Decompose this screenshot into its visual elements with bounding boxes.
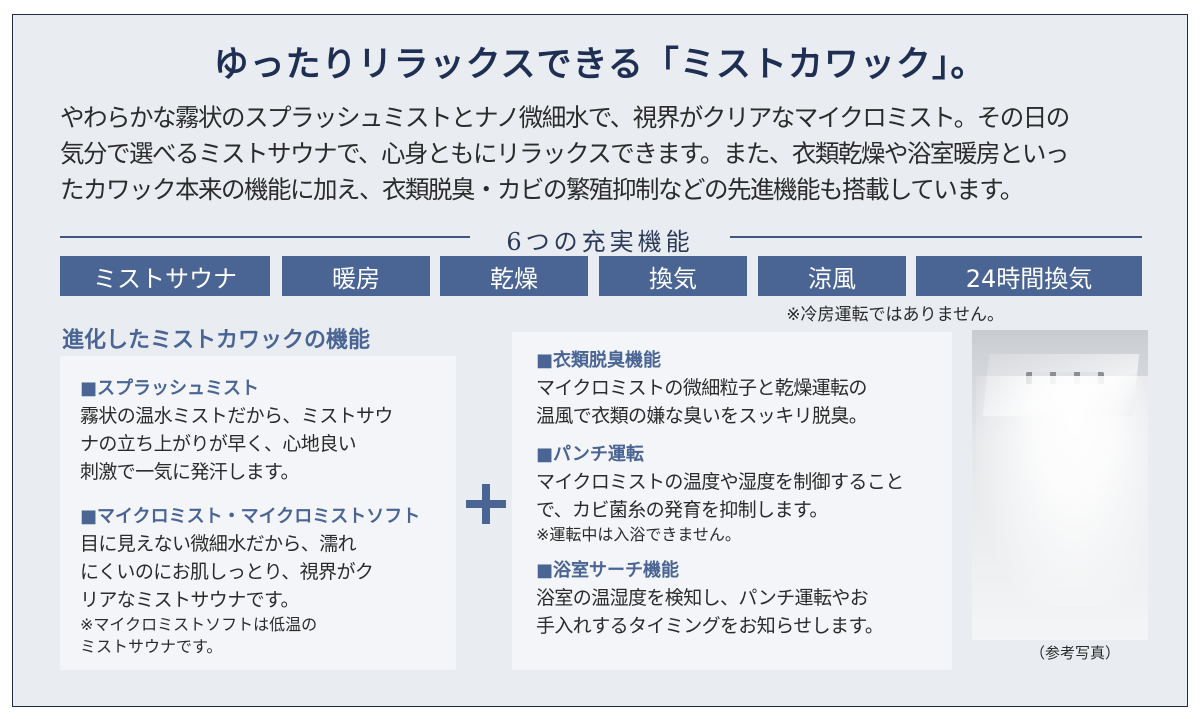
item-body-line: 浴室の温湿度を検知し、パンチ運転やお <box>536 587 869 609</box>
intro-line: 気分で選べるミストサウナで、心身ともにリラックスできます。また、衣類乾燥や浴室暖… <box>60 139 1069 168</box>
plus-icon <box>466 484 506 524</box>
intro-line: たカワック本来の機能に加え、衣類脱臭・カビの繁殖抑制などの先進機能も搭載していま… <box>60 175 1024 204</box>
item-body-line: 霧状の温水ミストだから、ミストサウ <box>80 405 393 427</box>
spacer <box>536 546 928 556</box>
advanced-functions-box: ■衣類脱臭機能 マイクロミストの微細粒子と乾燥運転の 温風で衣類の嫌な臭いをスッ… <box>512 332 952 670</box>
reference-photo <box>972 330 1148 640</box>
spacer <box>80 486 436 502</box>
item-note-line: ※運転中は入浴できません。 <box>536 525 741 544</box>
feature-mist-sauna: ミストサウナ <box>60 256 270 296</box>
item-body-line: で、カビ菌糸の発育を抑制します。 <box>536 499 828 521</box>
section-divider-left <box>60 236 470 238</box>
item-body-line: ナの立ち上がりが早く、心地良い <box>80 433 357 455</box>
item-body-line: マイクロミストの温度や湿度を制御すること <box>536 471 904 493</box>
item-note-line: ※マイクロミストソフトは低温の <box>80 615 318 634</box>
feature-heating: 暖房 <box>282 256 430 296</box>
evolved-functions-heading: 進化したミストカワックの機能 <box>62 328 371 353</box>
page-title: ゆったりリラックスできる「ミストカワック」。 <box>213 44 987 85</box>
item-heading: ■パンチ運転 <box>536 444 644 465</box>
feature-drying: 乾燥 <box>440 256 588 296</box>
photo-caption: （参考写真） <box>1030 644 1121 662</box>
mist-spray-image <box>976 376 1148 606</box>
feature-24h-ventilation: 24時間換気 <box>916 256 1142 296</box>
item-body-line: にくいのにお肌しっとり、視界がク <box>80 561 374 583</box>
item-body-line: マイクロミストの微細粒子と乾燥運転の <box>536 377 867 399</box>
item-note-line: ミストサウナです。 <box>80 637 223 656</box>
features-heading: 6つの充実機能 <box>506 228 694 256</box>
item-body-line: リアなミストサウナです。 <box>80 589 300 611</box>
feature-cool-breeze: 涼風 <box>758 256 906 296</box>
spacer <box>536 430 928 440</box>
intro-paragraph: やわらかな霧状のスプラッシュミストとナノ微細水で、視界がクリアなマイクロミスト。… <box>60 100 1150 208</box>
item-heading: ■浴室サーチ機能 <box>536 560 680 581</box>
item-body-line: 目に見えない微細水だから、濡れ <box>80 533 357 555</box>
item-heading: ■マイクロミスト・マイクロミストソフト <box>80 506 421 527</box>
intro-line: やわらかな霧状のスプラッシュミストとナノ微細水で、視界がクリアなマイクロミスト。… <box>60 103 1070 132</box>
mist-functions-box: ■スプラッシュミスト 霧状の温水ミストだから、ミストサウ ナの立ち上がりが早く、… <box>60 356 456 670</box>
section-divider-right <box>730 236 1142 238</box>
feature-ventilation: 換気 <box>599 256 747 296</box>
item-body-line: 温風で衣類の嫌な臭いをスッキリ脱臭。 <box>536 405 868 427</box>
item-heading: ■スプラッシュミスト <box>80 378 260 399</box>
item-heading: ■衣類脱臭機能 <box>536 350 662 371</box>
item-body-line: 手入れするタイミングをお知らせします。 <box>536 615 884 637</box>
features-note: ※冷房運転ではありません。 <box>786 305 1004 325</box>
item-body-line: 刺激で一気に発汗します。 <box>80 461 300 483</box>
